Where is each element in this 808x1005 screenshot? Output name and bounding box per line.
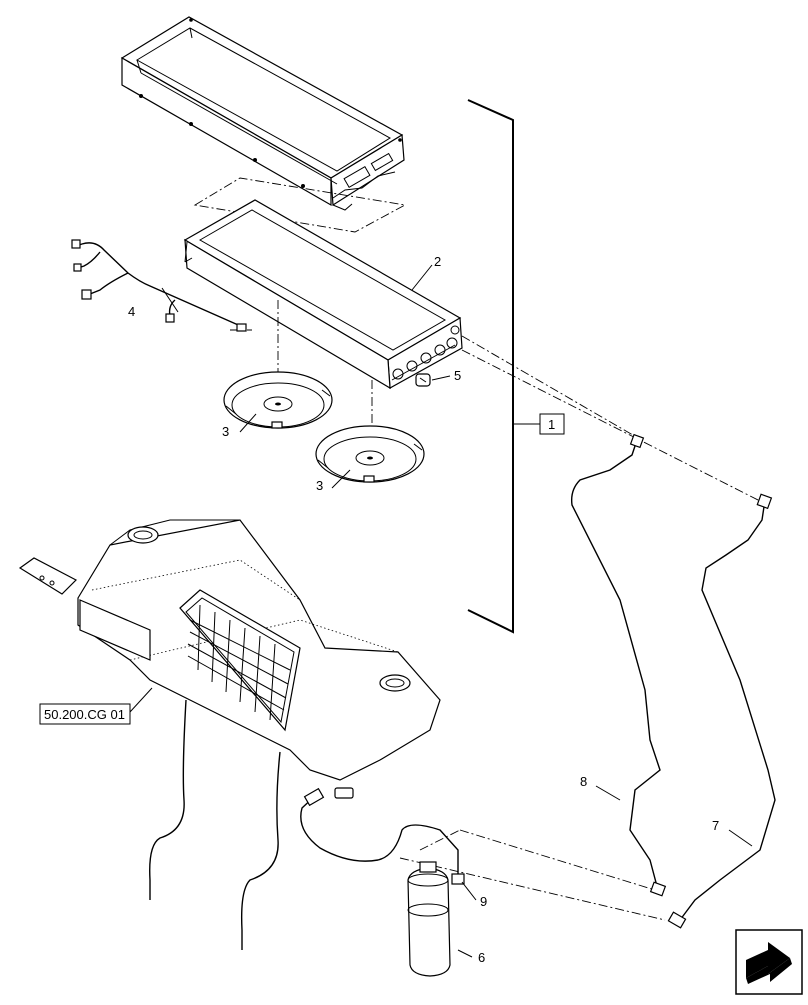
control-module	[18, 557, 78, 595]
next-arrow-icon[interactable]	[735, 929, 803, 995]
reference-link[interactable]: 50.200.CG 01	[44, 707, 125, 722]
lower-housing	[77, 519, 441, 799]
blower-fan-1	[223, 371, 333, 429]
callout-4: 4	[128, 304, 135, 319]
callout-1: 1	[548, 417, 555, 432]
callout-7: 7	[712, 818, 719, 833]
callout-9: 9	[480, 894, 487, 909]
callout-6: 6	[478, 950, 485, 965]
refrigerant-line-8	[570, 433, 667, 897]
callout-3a: 3	[222, 424, 229, 439]
wiring-harness	[71, 239, 247, 332]
upper-housing	[120, 16, 405, 211]
evaporator-core	[183, 199, 463, 390]
callout-3b: 3	[316, 478, 323, 493]
refrigerant-line-7	[667, 493, 776, 929]
receiver-dryer	[407, 861, 451, 977]
callout-2: 2	[434, 254, 441, 269]
callout-5: 5	[454, 368, 461, 383]
expansion-valve	[415, 373, 431, 387]
callout-8: 8	[580, 774, 587, 789]
blower-fan-2	[315, 425, 425, 483]
